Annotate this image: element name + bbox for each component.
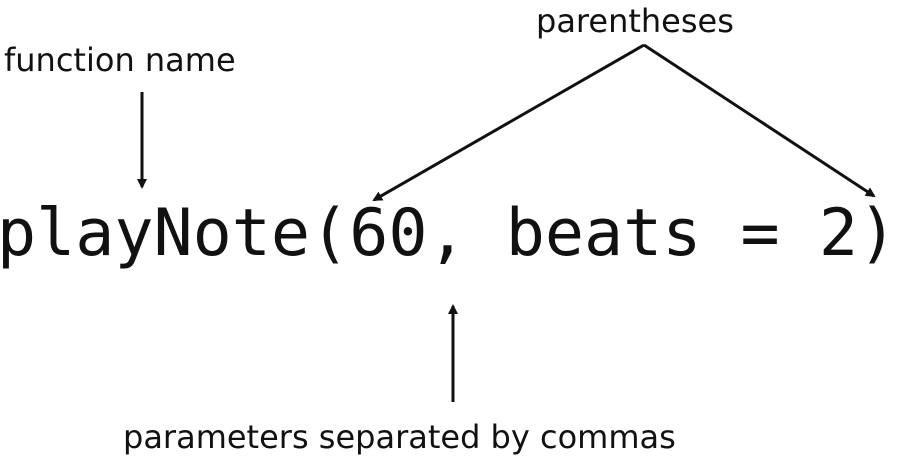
parentheses-label: parentheses: [536, 2, 734, 40]
open-paren-arrow: [372, 43, 645, 202]
parameters-label: parameters separated by commas: [123, 418, 676, 456]
function-name-label: function name: [4, 41, 236, 79]
function-call-code: playNote(60, beats = 2): [0, 201, 897, 266]
code-open-paren: (: [310, 196, 350, 271]
close-paren-arrow: [643, 43, 876, 198]
code-function-name: playNote: [0, 196, 311, 271]
code-close-paren: ): [857, 196, 898, 271]
code-parameters: 60, beats = 2: [349, 196, 858, 271]
